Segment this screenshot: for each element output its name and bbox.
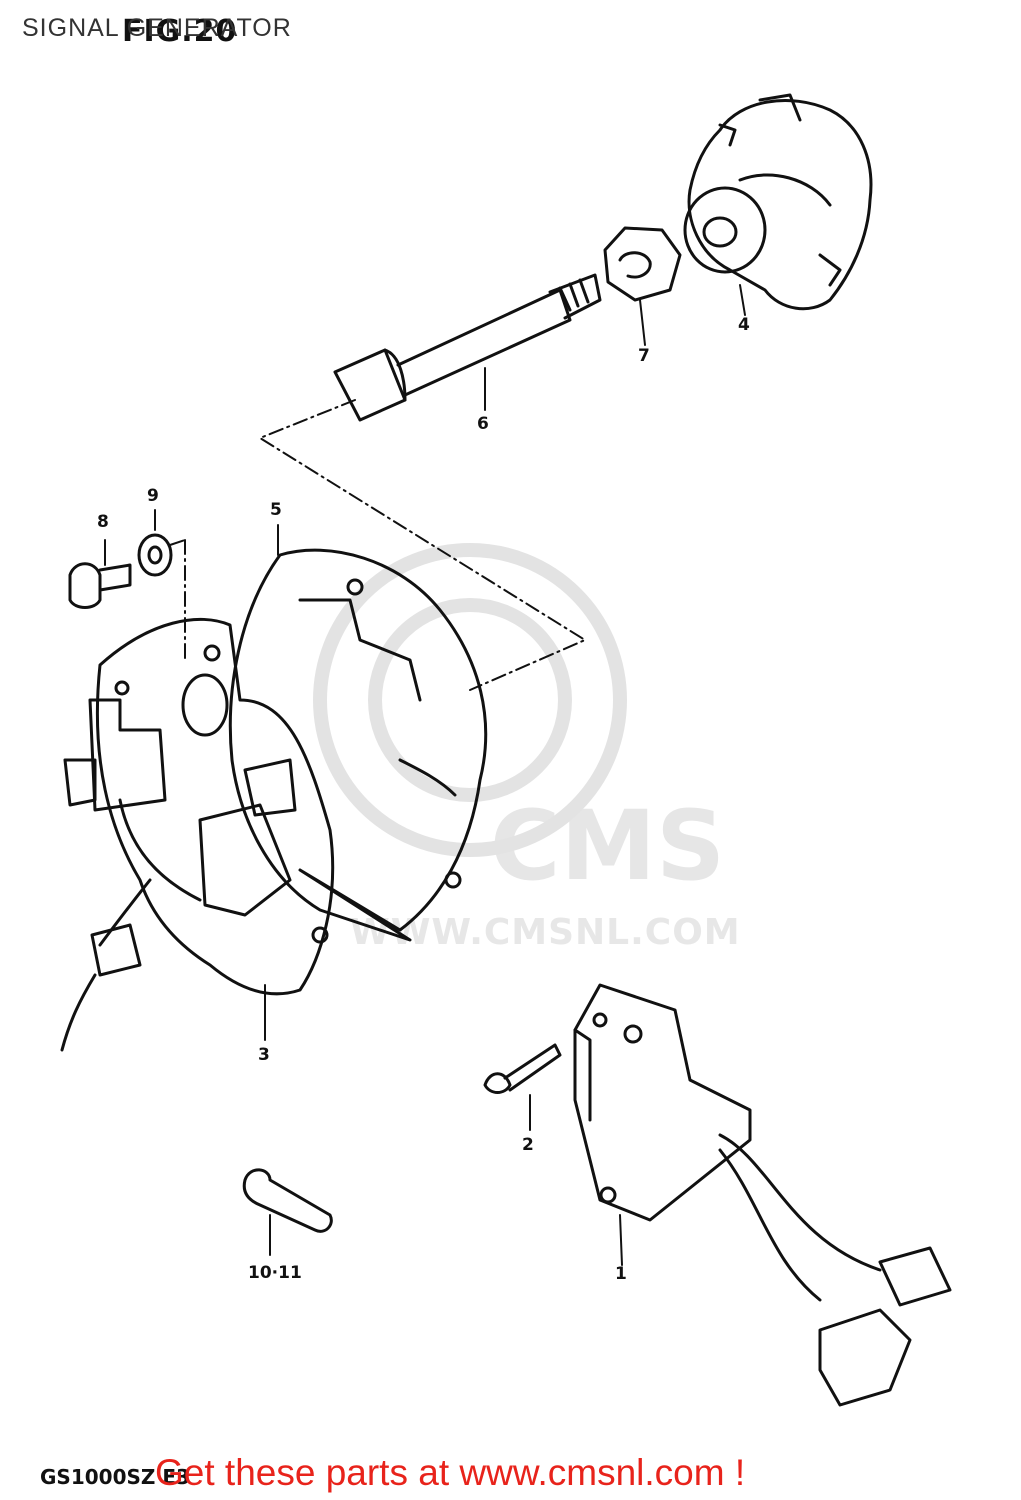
screw-part-2: [483, 1043, 562, 1094]
model-code: GS1000SZ E3: [40, 1465, 190, 1489]
screw-part-8: [68, 562, 132, 609]
callout-8: 8: [97, 512, 109, 532]
watermark-emblem: [313, 543, 627, 857]
callout-4: 4: [738, 315, 750, 335]
callout-5: 5: [270, 500, 282, 520]
clamp-part-10-11: [242, 1168, 333, 1233]
page-title: SIGNAL GENERATOR: [22, 14, 292, 42]
nut-part-7: [603, 226, 682, 302]
washer-part-9: [137, 533, 173, 577]
callout-1: 1: [615, 1264, 627, 1284]
callout-10-11: 10·11: [248, 1263, 302, 1283]
watermark-logo: CMS: [490, 790, 726, 902]
pickup-module-part-1: [573, 983, 952, 1407]
leader-lines: [104, 284, 746, 1266]
signal-rotor-part-4: [683, 93, 873, 311]
alignment-lines: [169, 399, 586, 691]
bolt-part-6: [333, 273, 602, 422]
callout-6: 6: [477, 414, 489, 434]
callout-2: 2: [522, 1135, 534, 1155]
parts-link-text[interactable]: Get these parts at www.cmsnl.com !: [155, 1452, 746, 1493]
signal-generator-part-3: [60, 617, 335, 1052]
callout-3: 3: [258, 1045, 270, 1065]
callout-9: 9: [147, 486, 159, 506]
figure-label: FIG.20: [122, 14, 238, 49]
plate-part-5: [228, 548, 488, 942]
callout-7: 7: [638, 346, 650, 366]
